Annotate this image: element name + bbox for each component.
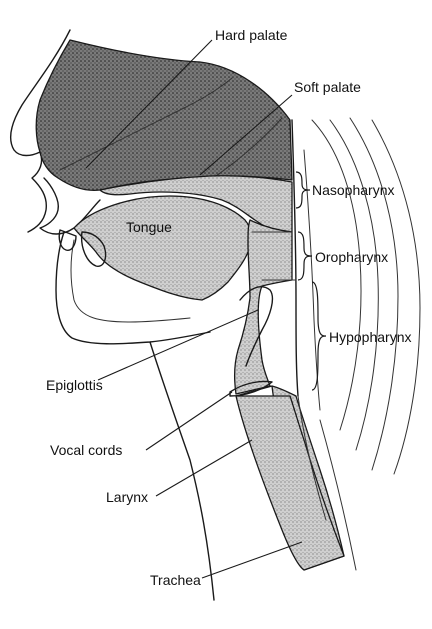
tongue-label: Tongue [126, 219, 172, 235]
soft-palate-label: Soft palate [294, 79, 361, 95]
trachea-leader [202, 542, 302, 578]
vocal-cords-leader [146, 392, 232, 450]
nasal-cavity [36, 40, 292, 190]
hard-palate-label: Hard palate [215, 27, 288, 43]
oropharynx-label: Oropharynx [315, 249, 388, 265]
hypopharynx-label: Hypopharynx [329, 329, 412, 345]
neck-front [150, 342, 214, 600]
larynx-leader [156, 440, 252, 496]
vocal-cords-label: Vocal cords [50, 442, 122, 458]
spine-curve-1 [312, 120, 361, 430]
larynx-label: Larynx [106, 489, 148, 505]
trachea-label: Trachea [150, 572, 201, 588]
tongue-region [74, 196, 251, 300]
pharyngeal-wall [292, 120, 298, 396]
epiglottis-label: Epiglottis [46, 377, 103, 393]
spine-curve-2 [330, 120, 378, 450]
larynx-shading [236, 396, 344, 570]
hypopharynx-brace [312, 282, 326, 390]
spine-curve-4 [372, 120, 420, 474]
epiglottis-leader [98, 310, 258, 380]
nasopharynx-label: Nasopharynx [312, 182, 395, 198]
